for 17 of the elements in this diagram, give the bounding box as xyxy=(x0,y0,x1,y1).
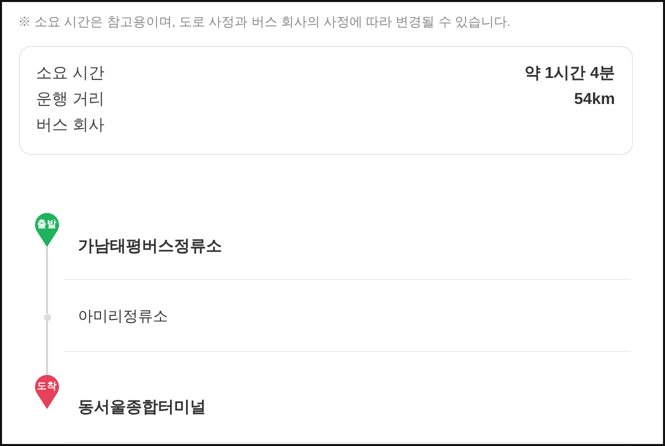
stop-name: 아미리정류소 xyxy=(78,307,168,327)
note-text: ※ 소요 시간은 참고용이며, 도로 사정과 버스 회사의 사정에 따라 변경될 수 있습니다. xyxy=(18,13,511,31)
summary-card xyxy=(19,46,633,155)
info-label: 버스 회사 xyxy=(36,116,104,136)
stop-name: 가남태평버스정류소 xyxy=(78,237,222,257)
info-label: 소요 시간 xyxy=(36,64,104,84)
route-line xyxy=(46,320,48,375)
info-value: 약 1시간 4분 xyxy=(524,64,615,84)
map-pin xyxy=(35,375,59,409)
map-pin xyxy=(35,213,59,247)
stop-name: 동서울종합터미널 xyxy=(78,398,206,418)
pin-label: 출발 xyxy=(36,218,58,232)
route-line xyxy=(46,247,48,314)
stop-dot xyxy=(44,314,50,320)
info-label: 운행 거리 xyxy=(36,90,104,110)
pin-label: 도착 xyxy=(36,380,58,394)
info-value: 54km xyxy=(574,90,615,110)
